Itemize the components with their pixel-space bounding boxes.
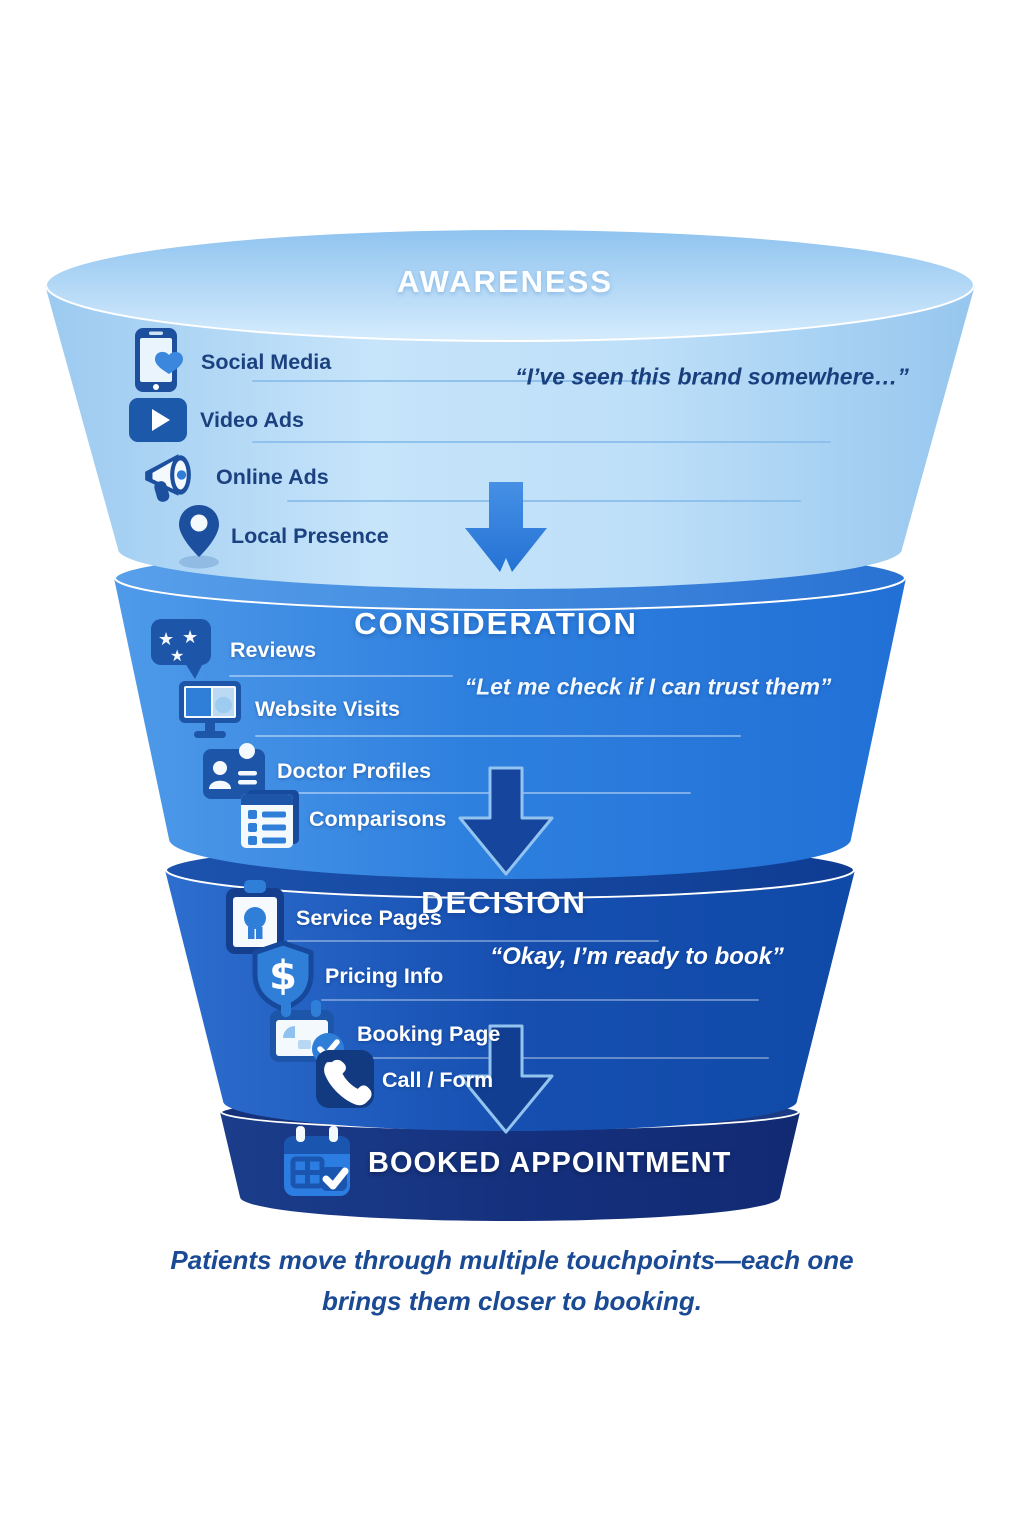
down-arrow-3 xyxy=(458,1024,554,1134)
item-label: Reviews xyxy=(230,637,317,662)
funnel-item-website-visits: Website Visits xyxy=(179,681,400,738)
video-play-icon xyxy=(129,398,187,442)
item-label: Booking Page xyxy=(357,1021,501,1046)
item-label: Service Pages xyxy=(296,905,442,930)
consideration-stage-title: CONSIDERATION xyxy=(354,606,638,641)
booked-appointment-title: BOOKED APPOINTMENT xyxy=(368,1146,732,1179)
booked-calendar-icon xyxy=(284,1126,350,1196)
funnel-item-online-ads: Online Ads xyxy=(136,450,329,504)
item-label: Social Media xyxy=(201,349,332,374)
item-label: Doctor Profiles xyxy=(277,758,432,783)
item-label: Comparisons xyxy=(309,806,447,831)
funnel-item-call-form: Call / Form xyxy=(316,1050,493,1110)
item-label: Online Ads xyxy=(216,464,329,489)
svg-text:★: ★ xyxy=(170,646,184,665)
item-label: Call / Form xyxy=(382,1067,494,1092)
footer-caption: Patients move through multiple touchpoin… xyxy=(170,1245,854,1317)
awareness-stage-title: AWARENESS xyxy=(396,264,614,299)
funnel-item-local-presence: Local Presence xyxy=(177,503,389,569)
down-arrow-2 xyxy=(458,766,554,876)
doctor-id-card-icon xyxy=(203,743,265,799)
monitor-icon xyxy=(179,681,241,738)
awareness-quote: “I’ve seen this brand somewhere…” xyxy=(515,363,909,390)
map-pin-icon xyxy=(179,505,219,569)
down-arrow-1 xyxy=(465,482,547,572)
funnel-item-video-ads: Video Ads xyxy=(129,398,304,442)
item-label: Pricing Info xyxy=(325,963,444,988)
phone-call-icon xyxy=(316,1050,374,1108)
comparison-list-icon xyxy=(241,790,299,848)
funnel-item-booking-page: Booking Page xyxy=(270,1000,500,1068)
clipboard-icon xyxy=(226,880,284,954)
item-label: Video Ads xyxy=(200,407,304,432)
item-label: Local Presence xyxy=(231,523,389,548)
shield-dollar-icon: $ xyxy=(252,940,314,1012)
item-separator-lines xyxy=(229,380,831,1059)
funnel-item-social-media: Social Media xyxy=(127,328,331,396)
megaphone-icon xyxy=(145,454,191,502)
funnel-item-pricing-info: $ Pricing Info xyxy=(250,940,443,1012)
funnel-item-comparisons: Comparisons xyxy=(241,790,446,848)
svg-text:$: $ xyxy=(269,953,297,999)
consideration-quote: “Let me check if I can trust them” xyxy=(464,673,832,700)
svg-text:★: ★ xyxy=(158,629,174,650)
calendar-check-icon xyxy=(270,1000,344,1065)
decision-quote: “Okay, I’m ready to book” xyxy=(490,943,784,970)
funnel-item-service-pages: Service Pages xyxy=(226,880,442,956)
svg-text:★: ★ xyxy=(182,627,198,648)
awareness-stage-shape xyxy=(43,226,977,589)
booked-appointment-row: BOOKED APPOINTMENT xyxy=(284,1126,731,1200)
funnel-item-reviews: ★ ★ ★ Reviews xyxy=(151,619,316,681)
funnel-item-doctor-profiles: Doctor Profiles xyxy=(203,741,431,801)
reviews-bubble-icon: ★ ★ ★ xyxy=(151,619,211,679)
smartphone-heart-icon xyxy=(135,328,183,392)
decision-stage-title: DECISION xyxy=(421,885,587,920)
item-label: Website Visits xyxy=(255,697,400,721)
